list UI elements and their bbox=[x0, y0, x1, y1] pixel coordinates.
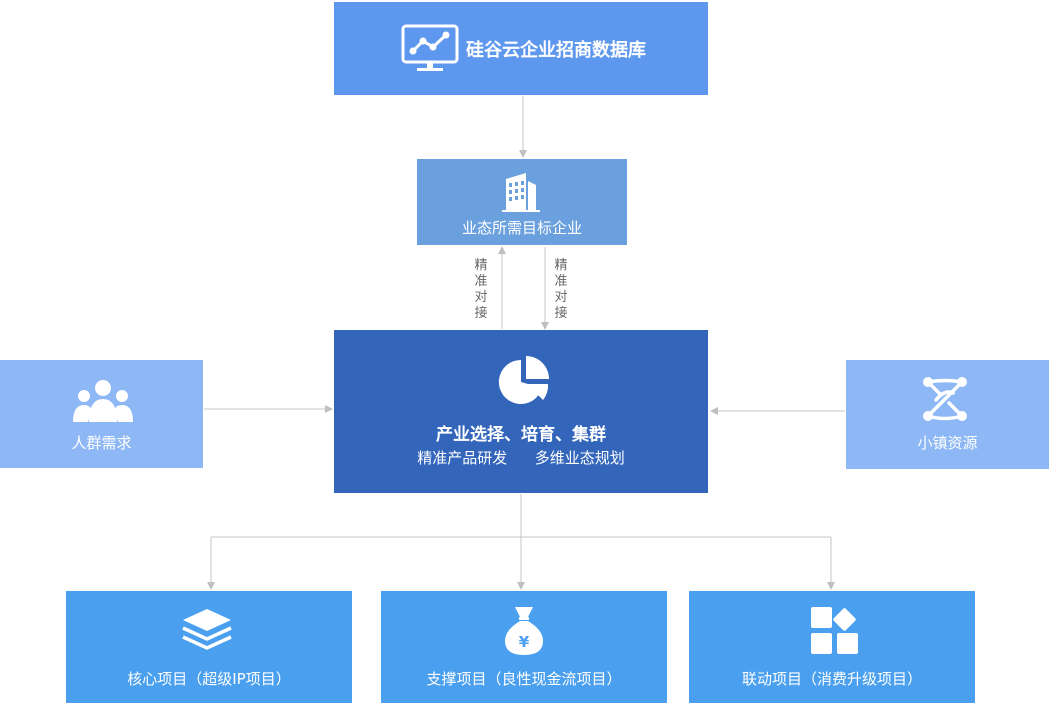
town-resources-box: 小镇资源 bbox=[846, 360, 1049, 469]
support-project-label: 支撑项目（良性现金流项目） bbox=[426, 670, 622, 688]
money-bag-icon: ¥ bbox=[505, 607, 543, 655]
database-box: 硅谷云企业招商数据库 bbox=[334, 2, 708, 95]
support-project-box: ¥ 支撑项目（良性现金流项目） bbox=[381, 591, 667, 703]
tiles-icon bbox=[811, 607, 858, 654]
linkage-project-label: 联动项目（消费升级项目） bbox=[741, 670, 922, 688]
svg-text:¥: ¥ bbox=[519, 633, 530, 651]
network-icon bbox=[923, 377, 967, 421]
target-companies-label: 业态所需目标企业 bbox=[461, 219, 582, 237]
center-subtitle-left: 精准产品研发 bbox=[417, 449, 508, 467]
building-icon bbox=[502, 173, 540, 212]
center-title: 产业选择、培育、集群 bbox=[436, 425, 606, 445]
people-icon bbox=[73, 380, 133, 422]
town-resources-label: 小镇资源 bbox=[917, 434, 978, 452]
target-companies-box: 业态所需目标企业 bbox=[417, 159, 627, 245]
docking-label-left: 精准对接 bbox=[474, 258, 488, 321]
center-subtitle: 精准产品研发 多维业态规划 bbox=[334, 447, 708, 468]
linkage-project-box: 联动项目（消费升级项目） bbox=[689, 591, 975, 703]
layers-icon bbox=[182, 609, 232, 650]
monitor-chart-icon bbox=[401, 24, 459, 71]
center-subtitle-right: 多维业态规划 bbox=[534, 449, 625, 467]
core-project-label: 核心项目（超级IP项目） bbox=[127, 670, 291, 688]
core-project-box: 核心项目（超级IP项目） bbox=[66, 591, 352, 703]
docking-label-right: 精准对接 bbox=[554, 258, 568, 321]
pie-chart-icon bbox=[498, 356, 549, 404]
database-title: 硅谷云企业招商数据库 bbox=[466, 40, 646, 61]
people-demand-label: 人群需求 bbox=[71, 434, 132, 452]
industry-selection-box: 产业选择、培育、集群 精准产品研发 多维业态规划 bbox=[334, 330, 708, 493]
people-demand-box: 人群需求 bbox=[0, 360, 203, 468]
